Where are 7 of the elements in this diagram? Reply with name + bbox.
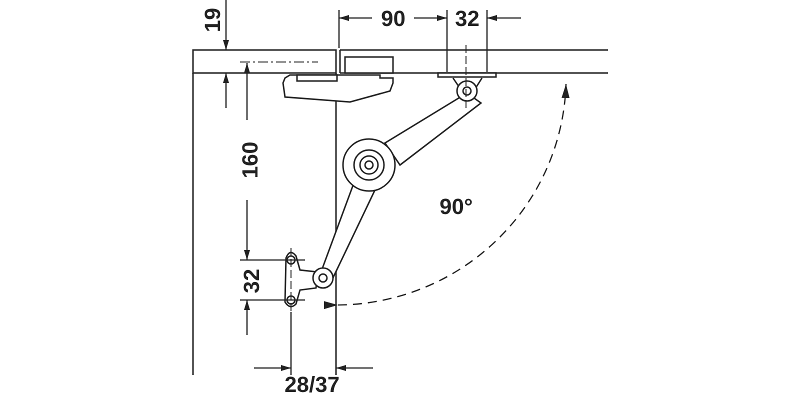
angle-label: 90°: [440, 196, 473, 218]
dimension-label: 32: [455, 8, 480, 30]
dimension-label: 90: [381, 8, 406, 30]
dimension-label: 28/37: [284, 374, 340, 396]
dimension-label: 160: [238, 142, 261, 178]
dimension-label: 19: [202, 8, 224, 32]
dimension-label: 32: [241, 268, 264, 294]
